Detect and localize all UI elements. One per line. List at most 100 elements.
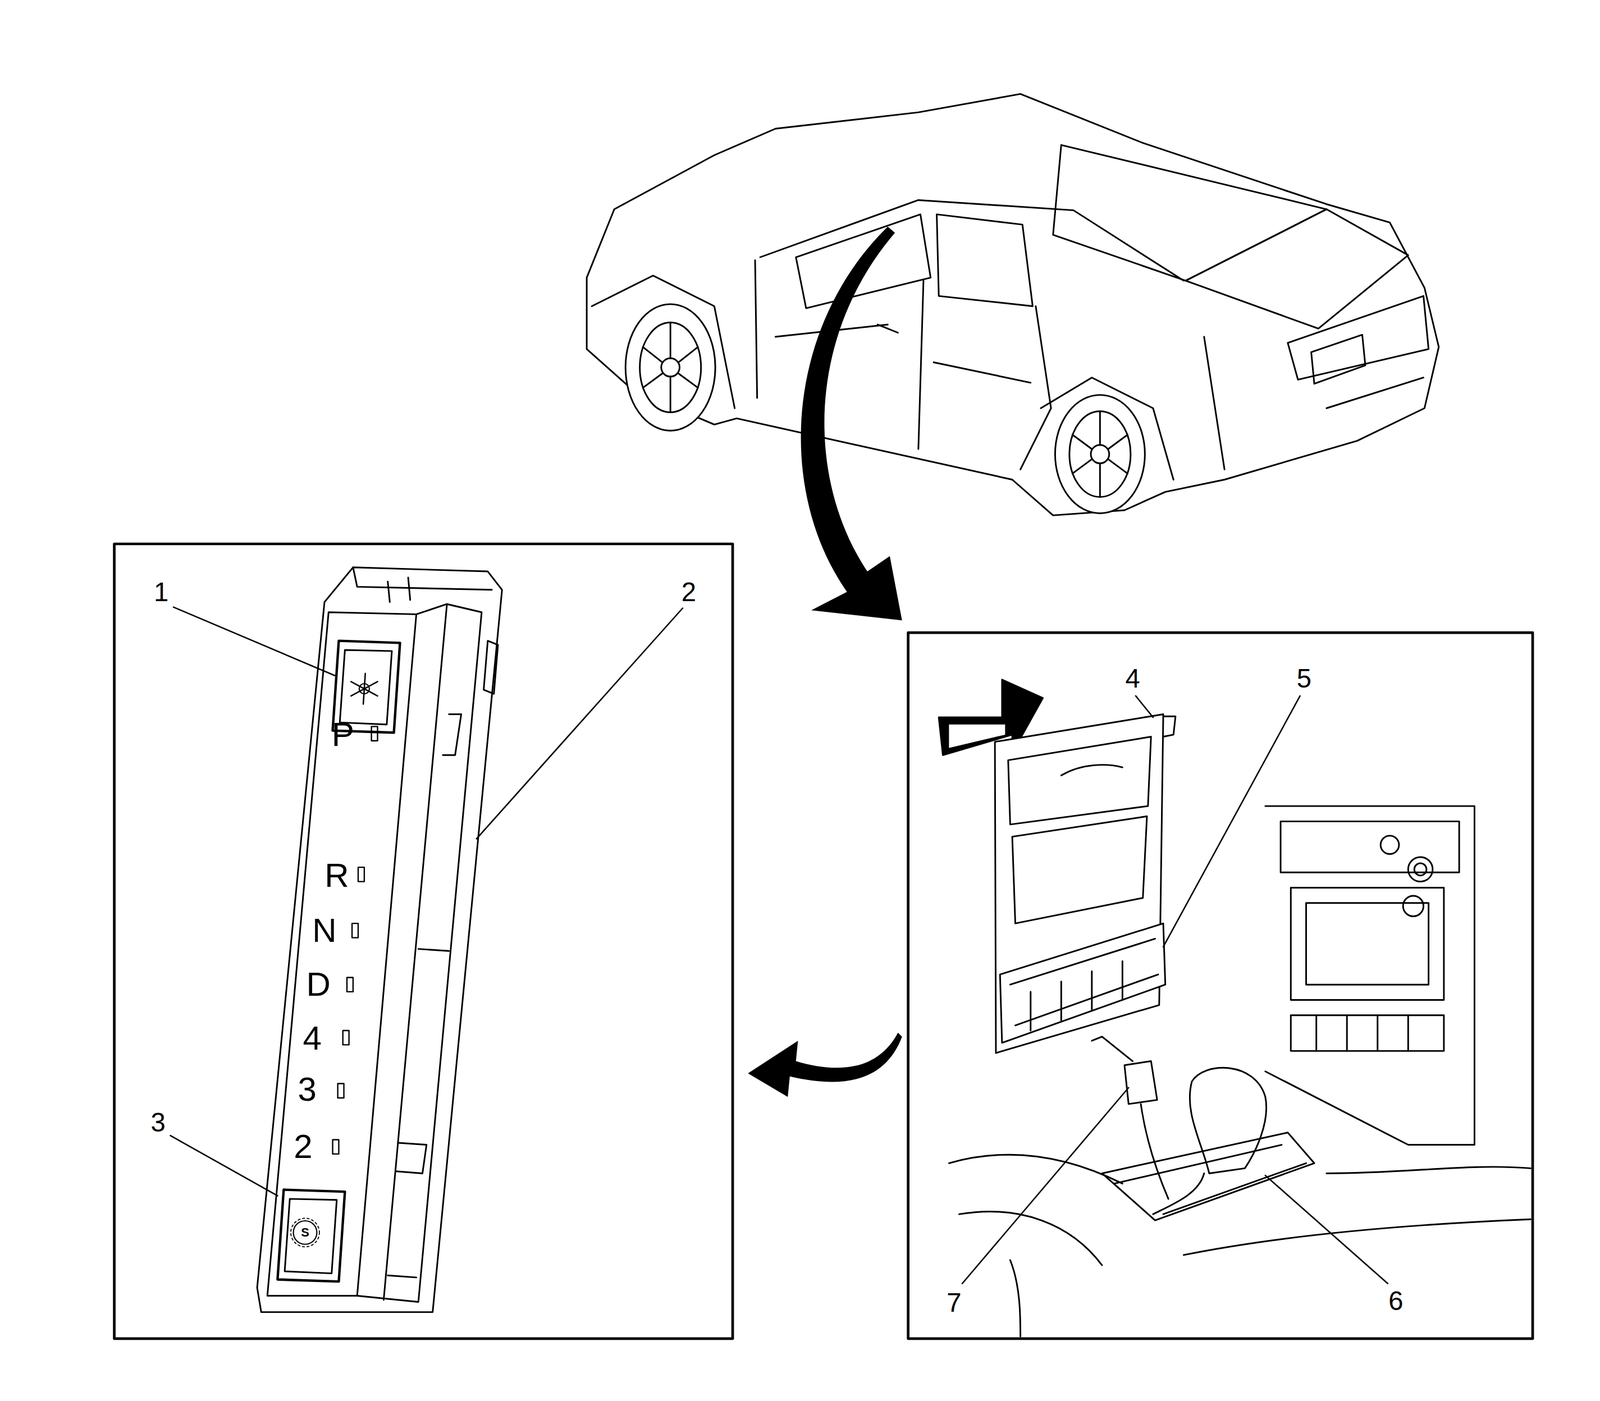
- shift-indicator-drawing: [387, 1275, 417, 1278]
- gear-letter: 3: [297, 1072, 317, 1107]
- shift-indicator-drawing: [418, 949, 450, 952]
- vehicle-drawing: [642, 322, 698, 413]
- console-drawing: [999, 923, 1165, 1044]
- vehicle-drawing: [1072, 411, 1128, 498]
- gear-letter: N: [312, 913, 337, 948]
- vehicle-drawing: [936, 214, 1033, 307]
- vehicle-drawing: [640, 322, 702, 413]
- inset-frame: [908, 632, 1533, 1339]
- callout-number: 2: [681, 578, 697, 606]
- console-drawing: [1061, 765, 1123, 776]
- console-drawing: [1163, 716, 1176, 737]
- vehicle-drawing: [625, 304, 716, 431]
- gear-indicator-lamp: [371, 726, 378, 741]
- console-drawing: [1290, 1015, 1444, 1052]
- vehicle-drawing: [933, 362, 1031, 383]
- shift-indicator-drawing: [257, 567, 502, 1313]
- vehicle-drawing: [1326, 377, 1424, 409]
- vehicle-drawing: [755, 260, 758, 399]
- console-drawing: [948, 1154, 1123, 1184]
- console-drawing: [1114, 1145, 1307, 1215]
- console-drawing: [959, 1212, 1103, 1266]
- leader-line: [1163, 696, 1301, 948]
- vehicle-drawing: [1054, 395, 1145, 514]
- inset-frame: [114, 544, 1533, 1339]
- view-arrow: [801, 226, 903, 621]
- button-symbol: S: [300, 1226, 310, 1240]
- gear-letter: 2: [293, 1130, 313, 1164]
- console-drawing: [1183, 1219, 1531, 1256]
- gear-letter: D: [305, 967, 331, 1002]
- vehicle-drawing: [586, 93, 1439, 516]
- shift-indicator-drawing: [383, 604, 447, 1301]
- shift-indicator-drawing: [387, 577, 411, 603]
- console-drawing: [1009, 938, 1159, 1026]
- console-drawing: [1402, 896, 1424, 917]
- gear-indicator-lamp: [332, 726, 378, 1155]
- snow-mode-button: [350, 673, 378, 705]
- leader-line: [1265, 1175, 1388, 1284]
- sport-mode-button: [277, 1190, 345, 1283]
- shift-indicator-drawing: [442, 714, 462, 756]
- vehicle-drawing: [1204, 336, 1225, 470]
- view-arrow: [747, 1032, 902, 1098]
- console-drawing: [1140, 1104, 1169, 1200]
- gear-letter: R: [324, 858, 349, 893]
- console-drawing: [1008, 737, 1151, 825]
- console-drawing: [1290, 888, 1444, 1001]
- vehicle-drawing: [661, 358, 680, 377]
- leader-line: [1135, 696, 1154, 718]
- callout-number: 1: [153, 578, 169, 606]
- snow-mode-button: [339, 650, 392, 725]
- console-drawing: [1326, 1167, 1531, 1174]
- vehicle-drawing: [1311, 334, 1366, 384]
- vehicle-drawing: [877, 324, 898, 333]
- vehicle-drawing: [1069, 411, 1131, 498]
- console-drawing: [1408, 857, 1433, 882]
- leader-line: [173, 607, 335, 676]
- inset-frame: [114, 544, 733, 1339]
- vehicle-drawing: [1090, 445, 1110, 464]
- view-arrow: [747, 226, 902, 1097]
- console-drawing: [1124, 1061, 1158, 1105]
- vehicle-drawing: [760, 199, 1184, 281]
- gear-letter: 4: [303, 1021, 322, 1056]
- leader-line: [170, 1135, 278, 1196]
- vehicle-drawing: [1053, 144, 1327, 281]
- sport-mode-button: [277, 1190, 345, 1283]
- leader-line: [962, 1088, 1129, 1284]
- leader-line: [170, 607, 1388, 1284]
- vehicle-drawing: [918, 280, 924, 450]
- console-drawing: [1316, 1015, 1409, 1052]
- sport-mode-button: [293, 1221, 318, 1245]
- shift-indicator-drawing: [353, 567, 492, 591]
- console-drawing: [1009, 1260, 1021, 1337]
- console-drawing: [1102, 1132, 1315, 1221]
- vehicle-drawing: [1185, 209, 1408, 329]
- console-drawing: [1414, 863, 1427, 876]
- callout-number: 5: [1296, 665, 1312, 692]
- gear-indicator-lamp: [352, 923, 359, 938]
- callout-number: 4: [1125, 665, 1140, 692]
- sport-mode-button: [290, 1218, 320, 1247]
- gear-indicator-lamp: [346, 977, 354, 992]
- gear-indicator-lamp: [337, 1084, 345, 1099]
- shift-indicator-drawing: [257, 567, 502, 1313]
- console-drawing: [1030, 961, 1123, 1031]
- gear-indicator-lamp: [358, 867, 365, 882]
- callout-number: 7: [946, 1289, 962, 1316]
- gear-letter: P: [331, 718, 355, 752]
- shift-indicator-drawing: [483, 641, 498, 695]
- vehicle-drawing: [1020, 305, 1052, 470]
- console-drawing: [1265, 806, 1475, 1145]
- leader-line: [476, 608, 683, 840]
- gear-indicator-lamp: [343, 1030, 350, 1045]
- console-drawing: [938, 679, 1531, 1338]
- callout-number: 6: [1388, 1287, 1403, 1315]
- sport-mode-button: [284, 1199, 337, 1274]
- console-drawing: [1091, 1036, 1133, 1062]
- console-drawing: [1380, 835, 1400, 855]
